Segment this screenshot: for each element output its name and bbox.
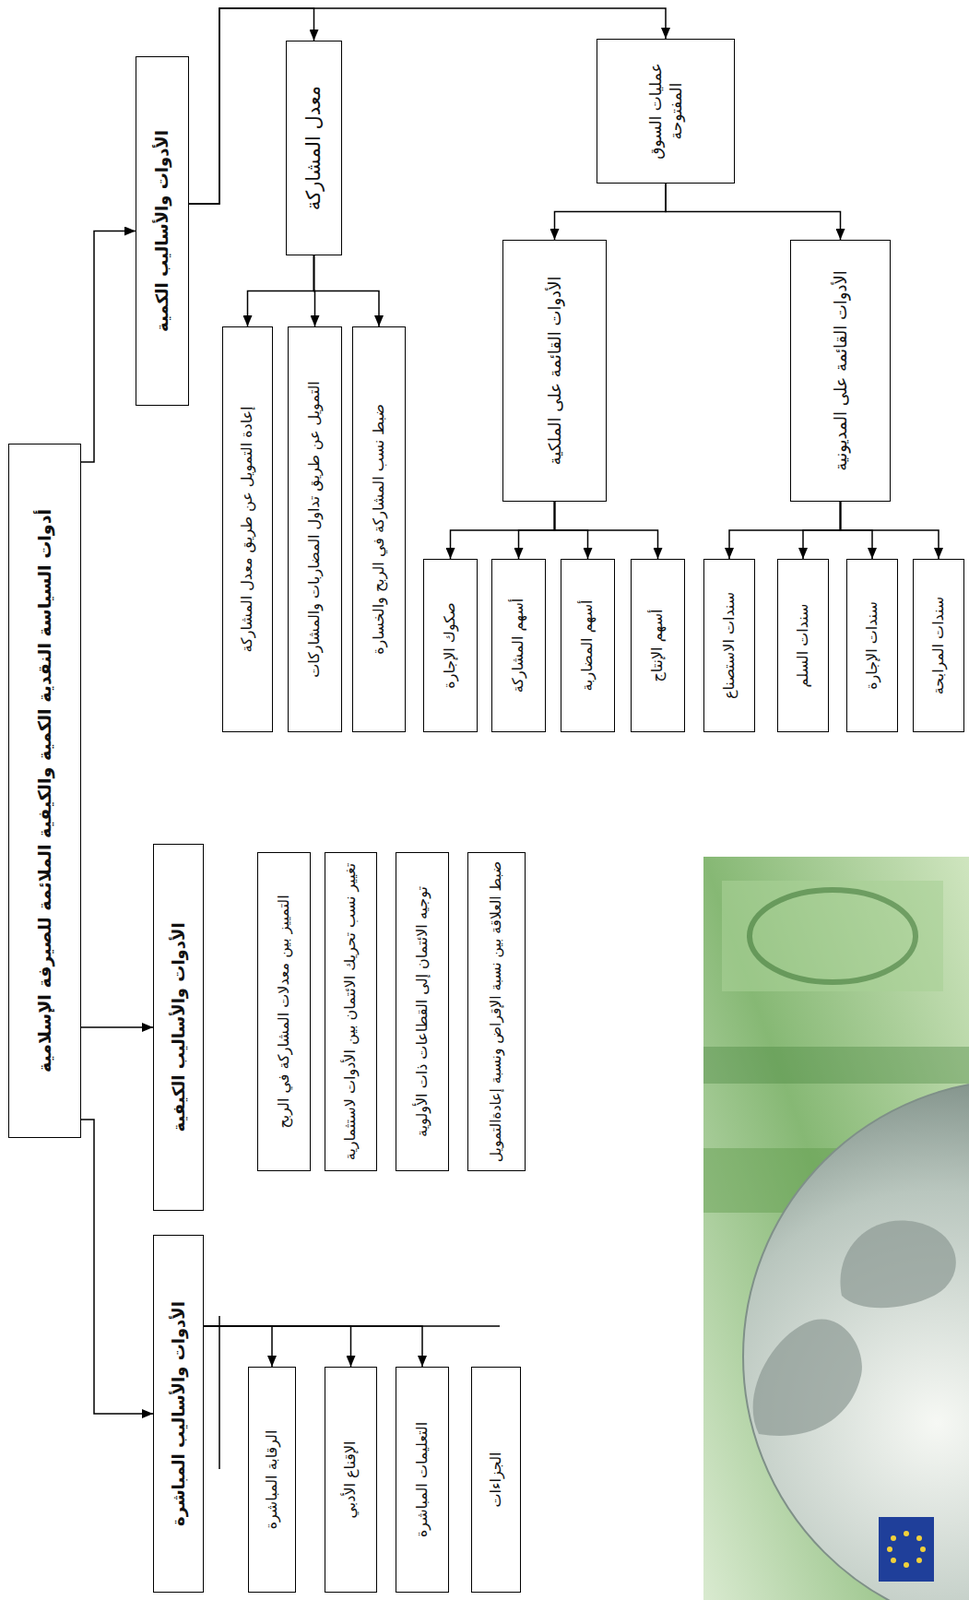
connector-arrow [203,1325,352,1367]
method-box: ضبط العلاقة بين نسبة الإقراض ونسبة إعادة… [467,851,526,1171]
category-header: الأدوات والأساليب الكمية [135,56,190,406]
connector-arrow [314,255,380,327]
globe-photo [703,856,969,1600]
connector-arrow [555,501,659,559]
connector-arrow [189,8,666,204]
connector-arrow [81,1119,154,1414]
node-label: ضبط العلاقة بين نسبة الإقراض ونسبة إعادة… [486,861,506,1162]
eu-flag [878,1516,934,1582]
node-label: أسهم الإنتاج [648,608,668,682]
node-label: سندات الاستصناع [720,591,740,699]
tool-box: معدل المشاركة [285,40,343,256]
node-label: الأدوات والأساليب المباشرة [167,1300,190,1526]
node-label: إعادة التمويل عن طريق معدل المشاركة [237,405,258,652]
node-label: التمويل عن طريق تداول المضاربات والمشارك… [305,380,325,678]
title-box: أدوات السياسة النقدية الكمية والكيفية ال… [8,443,82,1138]
node-label: تغيير نسب تحريك الائتمان بين الأدوات لاس… [341,862,361,1160]
instrument-box: سندات المرابحة [912,558,965,733]
node-label: الجزاءات [486,1452,507,1508]
connector-arrow [81,1026,154,1029]
banknote-band [703,1046,969,1084]
node-label: أسهم المضاربة [578,599,598,691]
eu-stars [886,1530,926,1568]
method-box: التعليمات المباشرة [395,1366,450,1593]
node-label: سندات السلم [793,603,814,688]
category-header: الأدوات والأساليب الكيفية [153,843,204,1211]
instrument-box: سندات السلم [777,558,829,733]
method-box: الرقابة المباشرة [248,1366,296,1593]
node-label: أسهم المشاركة [508,598,529,694]
node-label: معدل المشاركة [301,85,327,211]
bracket-line [218,1315,221,1469]
group-box: الأدوات القائمة على الملكية [502,239,607,502]
node-label: الأدوات القائمة على الملكية [543,276,566,466]
method-box: التمويل عن طريق تداول المضاربات والمشارك… [287,326,343,733]
connector-arrow [519,501,556,559]
connector-arrow [248,255,315,327]
instrument-box: سندات الإجارة [846,558,899,733]
banknote-band [721,880,944,992]
connector-arrow [450,501,556,559]
globe [743,1079,969,1600]
node-label: عمليات السوق المفتوحة [645,47,686,176]
node-label: سندات المرابحة [929,596,949,695]
node-label: توجيه الائتمان إلى القطاعات ذات الأولوية [413,886,433,1137]
node-label: سندات الإجارة [862,601,883,690]
method-box: توجيه الائتمان إلى القطاعات ذات الأولوية [395,851,450,1171]
banknote-ornament [749,889,916,982]
method-box: التمييز بين معدلات المشاركة في الربح [257,851,311,1171]
category-header: الأدوات والأساليب المباشرة [153,1234,204,1593]
instrument-box: صكوك الإجارة [423,558,478,733]
connector-arrow [803,501,841,559]
globe-continent [753,1318,863,1436]
node-label: التعليمات المباشرة [413,1421,433,1537]
method-box: الإقناع الأدبي [324,1366,378,1593]
method-box: ضبط نسب المشاركة في الربح والخسارة [352,326,406,733]
node-label: صكوك الإجارة [440,602,461,688]
node-label: الرقابة المباشرة [262,1429,283,1530]
connector-arrow [840,501,940,559]
connector-arrow [555,183,667,240]
node-label: الأدوات القائمة على المديونية [829,270,851,472]
instrument-box: أسهم المشاركة [491,558,546,733]
connector-arrow [203,1325,272,1367]
method-box: الجزاءات [471,1366,521,1593]
globe-continent [839,1219,956,1308]
node-label: الأدوات والأساليب الكمية [151,129,173,332]
node-label: ضبط نسب المشاركة في الربح والخسارة [369,403,390,655]
node-label: الأدوات والأساليب الكيفية [167,921,190,1132]
connector-arrow [81,231,136,463]
connector-arrow [729,501,841,559]
node-label: الإقناع الأدبي [341,1440,361,1518]
instrument-box: أسهم المضاربة [560,558,615,733]
method-box: تغيير نسب تحريك الائتمان بين الأدوات لاس… [324,851,378,1171]
instrument-box: أسهم الإنتاج [630,558,686,733]
connector-arrow [665,183,841,240]
group-box: الأدوات القائمة على المديونية [790,239,891,502]
method-box: إعادة التمويل عن طريق معدل المشاركة [222,326,273,733]
connector-arrow [203,1325,423,1367]
tool-box: عمليات السوق المفتوحة [596,38,735,184]
node-label: التمييز بين معدلات المشاركة في الربح [274,894,295,1128]
node-label: أدوات السياسة النقدية الكمية والكيفية ال… [33,508,57,1073]
instrument-box: سندات الاستصناع [703,558,756,733]
